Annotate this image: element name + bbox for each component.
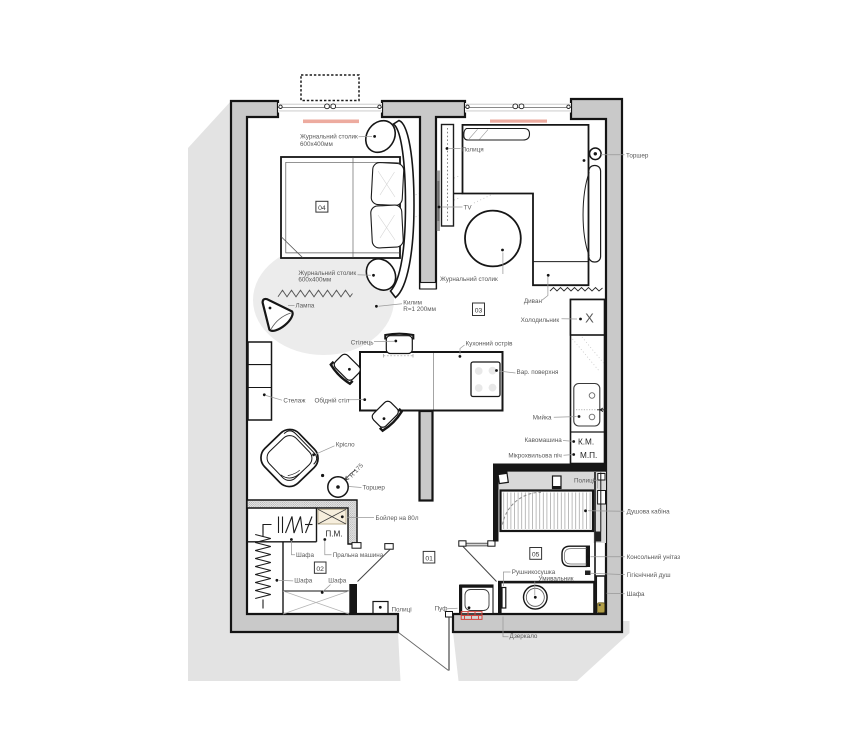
svg-text:Рушникосушка: Рушникосушка — [512, 569, 556, 576]
svg-text:Душова кабіна: Душова кабіна — [627, 508, 671, 516]
svg-text:Гігієнічний душ: Гігієнічний душ — [627, 571, 671, 579]
svg-text:Мікрохвильова піч: Мікрохвильова піч — [508, 452, 561, 460]
svg-text:Х: Х — [585, 311, 594, 326]
svg-text:02: 02 — [316, 566, 324, 573]
svg-text:П.М.: П.М. — [325, 530, 342, 539]
svg-text:Пуф: Пуф — [435, 606, 448, 613]
svg-text:Дзеркало: Дзеркало — [510, 633, 538, 640]
svg-text:03: 03 — [475, 308, 483, 315]
svg-text:М.П.: М.П. — [580, 451, 597, 460]
svg-text:600х400мм: 600х400мм — [300, 141, 333, 148]
svg-text:Умивальник: Умивальник — [539, 576, 574, 583]
svg-text:05: 05 — [532, 552, 540, 559]
svg-text:Килим: Килим — [403, 300, 422, 307]
svg-text:Полиці: Полиці — [392, 606, 412, 614]
svg-text:Полиці: Полиці — [574, 477, 594, 485]
svg-text:Шафа: Шафа — [296, 552, 314, 559]
svg-text:Журнальний столик: Журнальний столик — [440, 275, 498, 283]
svg-text:Стілець: Стілець — [351, 338, 375, 346]
svg-text:Обідній стіл: Обідній стіл — [315, 397, 350, 405]
svg-text:01: 01 — [425, 556, 433, 563]
svg-text:Холодильник: Холодильник — [521, 317, 560, 324]
svg-text:К.М.: К.М. — [578, 438, 594, 447]
svg-text:Торшер: Торшер — [363, 485, 386, 492]
svg-text:Вар. поверхня: Вар. поверхня — [517, 369, 559, 376]
svg-text:Пральна машина: Пральна машина — [333, 552, 384, 559]
svg-text:Крісло: Крісло — [336, 440, 355, 448]
svg-text:Шафа: Шафа — [627, 591, 645, 598]
svg-text:Журнальний столик: Журнальний столик — [298, 269, 356, 277]
svg-text:Полиця: Полиця — [462, 147, 484, 154]
svg-text:TV: TV — [464, 205, 473, 212]
svg-text:Лампа: Лампа — [296, 303, 315, 310]
svg-text:Консольний унітаз: Консольний унітаз — [627, 553, 681, 561]
svg-text:Стелаж: Стелаж — [283, 398, 306, 405]
svg-text:Мийка: Мийка — [533, 414, 552, 422]
svg-text:R=1 200мм: R=1 200мм — [403, 306, 436, 313]
svg-text:Торшер: Торшер — [626, 152, 649, 159]
svg-text:Бойлер на 80л: Бойлер на 80л — [376, 514, 419, 522]
svg-text:Шафа: Шафа — [294, 578, 312, 585]
svg-text:Шафа: Шафа — [328, 578, 346, 585]
svg-text:Кавомашина: Кавомашина — [524, 437, 562, 444]
svg-text:Кухонний острів: Кухонний острів — [466, 340, 514, 348]
svg-text:600х400мм: 600х400мм — [298, 276, 331, 283]
svg-text:Диван: Диван — [524, 298, 543, 305]
svg-text:Журнальний столик: Журнальний столик — [300, 133, 358, 141]
svg-text:04: 04 — [318, 205, 326, 212]
